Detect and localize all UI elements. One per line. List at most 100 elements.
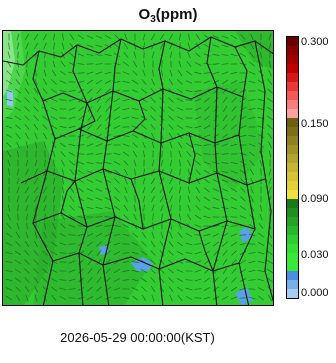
wind-arrow <box>178 222 182 230</box>
wind-arrow <box>150 115 156 121</box>
wind-arrow <box>5 79 13 85</box>
wind-arrow <box>34 213 38 221</box>
wind-arrow <box>259 51 263 59</box>
colorbar-swatch <box>287 118 298 128</box>
wind-arrow <box>134 42 136 50</box>
wind-arrow <box>239 215 247 219</box>
wind-arrow <box>14 259 22 265</box>
wind-arrow <box>42 186 48 194</box>
wind-arrow <box>142 168 146 176</box>
wind-arrow <box>95 232 103 238</box>
wind-arrow <box>95 54 103 56</box>
wind-arrow <box>113 134 121 138</box>
wind-arrow <box>249 42 255 50</box>
wind-arrow <box>132 70 138 76</box>
wind-arrow <box>25 159 29 167</box>
wind-arrow <box>212 143 220 147</box>
wind-arrow <box>113 205 121 211</box>
colorbar-swatch <box>287 109 298 119</box>
wind-arrow <box>52 213 56 221</box>
wind-arrow <box>42 78 48 86</box>
wind-arrow <box>150 106 156 112</box>
wind-arrow <box>33 186 39 194</box>
wind-arrow <box>248 143 256 147</box>
wind-arrow <box>179 51 181 59</box>
wind-arrow <box>6 70 12 76</box>
wind-arrow <box>95 162 103 164</box>
colorbar-tick-0030: 0.030 <box>301 249 329 261</box>
wind-arrow <box>268 69 272 77</box>
wind-arrow <box>222 250 228 256</box>
wind-arrow <box>42 250 48 256</box>
wind-arrow <box>104 225 112 227</box>
colorbar-swatch <box>287 46 298 56</box>
wind-arrow <box>221 143 229 147</box>
wind-arrow <box>142 69 146 77</box>
wind-arrow <box>169 177 173 185</box>
wind-arrow <box>178 186 182 194</box>
wind-arrow <box>194 71 202 75</box>
wind-arrow <box>170 159 172 167</box>
wind-arrow <box>131 278 139 282</box>
wind-arrow <box>68 125 76 129</box>
wind-arrow <box>203 124 211 130</box>
wind-arrow <box>14 106 22 112</box>
wind-arrow <box>62 177 64 185</box>
wind-arrow <box>266 259 273 265</box>
wind-arrow <box>14 115 22 121</box>
wind-arrow <box>7 159 11 167</box>
wind-arrow <box>34 204 38 212</box>
wind-arrow <box>248 279 256 281</box>
wind-arrow <box>257 89 265 93</box>
wind-arrow <box>114 178 120 184</box>
wind-arrow <box>124 177 128 185</box>
wind-arrow <box>230 53 238 57</box>
wind-arrow <box>142 195 146 203</box>
ozone-map[interactable] <box>2 30 274 306</box>
wind-arrow <box>25 78 29 86</box>
wind-arrow <box>68 224 76 228</box>
wind-arrow <box>151 69 155 77</box>
wind-arrow <box>16 141 20 149</box>
wind-arrow <box>104 233 112 237</box>
wind-arrow <box>122 233 130 237</box>
wind-arrow <box>150 123 156 131</box>
wind-arrow <box>185 89 193 93</box>
colorbar-swatch <box>287 64 298 74</box>
wind-arrow <box>203 206 211 210</box>
wind-arrow <box>150 277 156 283</box>
wind-arrow <box>96 124 102 130</box>
wind-arrow <box>113 169 121 175</box>
wind-arrow <box>212 179 220 183</box>
wind-arrow <box>131 125 139 129</box>
wind-arrow <box>169 204 173 212</box>
wind-arrow <box>16 69 20 77</box>
wind-arrow <box>17 204 19 212</box>
wind-arrow <box>131 260 139 264</box>
wind-arrow <box>204 187 210 193</box>
wind-arrow <box>250 33 254 41</box>
wind-arrow <box>140 250 148 256</box>
title-base: O <box>138 6 151 23</box>
wind-arrow <box>24 106 30 112</box>
wind-arrow <box>14 250 22 256</box>
wind-arrow <box>5 89 13 93</box>
wind-arrow <box>150 240 156 248</box>
wind-arrow <box>122 252 130 254</box>
wind-arrow <box>113 52 121 58</box>
wind-arrow <box>33 123 39 131</box>
wind-arrow <box>203 169 211 175</box>
wind-arrow <box>203 233 211 237</box>
wind-arrow <box>105 268 111 274</box>
wind-arrow <box>78 187 84 193</box>
wind-arrow <box>178 150 182 158</box>
wind-arrow <box>240 34 246 40</box>
wind-arrow <box>194 278 202 282</box>
wind-arrow <box>239 89 247 93</box>
wind-arrow <box>142 150 146 158</box>
wind-arrow <box>131 79 139 85</box>
wind-arrow <box>260 42 262 50</box>
wind-arrow <box>113 97 121 103</box>
wind-arrow <box>257 278 265 282</box>
wind-arrow <box>169 51 173 59</box>
